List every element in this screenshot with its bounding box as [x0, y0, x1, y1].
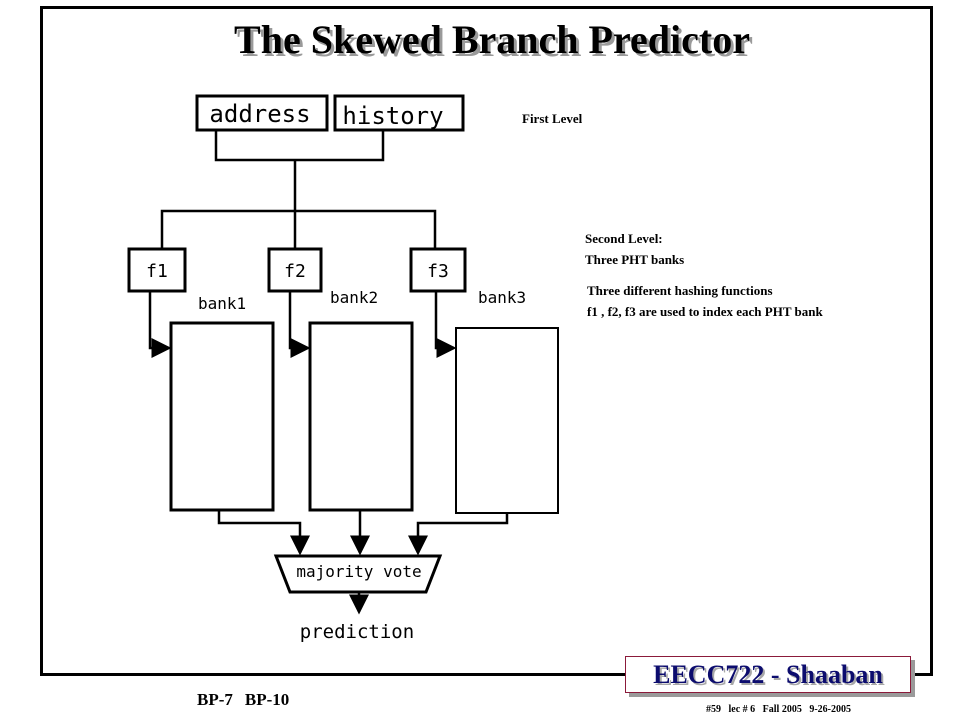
history-box: history — [333, 94, 465, 132]
hashing-line-1: Three different hashing functions — [587, 283, 773, 298]
vote-arrows — [217, 510, 509, 556]
slide-frame — [40, 6, 933, 676]
pht-bank-1 — [169, 321, 275, 512]
address-box: address — [195, 94, 329, 132]
bank3-label: bank3 — [478, 288, 526, 307]
hashing-note: Three different hashing functions f1 , f… — [587, 280, 823, 322]
second-level-line-1: Second Level: — [585, 231, 663, 246]
bank2-label: bank2 — [330, 288, 378, 307]
footer-code-2: BP-10 — [244, 690, 290, 709]
footer-code-1: BP-7 — [197, 690, 233, 709]
pht-bank-3 — [455, 327, 559, 514]
course-badge: EECC722 - Shaaban — [625, 656, 911, 693]
hashing-line-2: f1 , f2, f3 are used to index each PHT b… — [587, 304, 823, 319]
slide-info: #59 lec # 6 Fall 2005 9-26-2005 — [706, 704, 851, 715]
second-level-line-2: Three PHT banks — [585, 252, 685, 267]
history-label: history — [342, 102, 443, 130]
majority-vote-label: majority vote — [296, 562, 421, 581]
hash-function-f2: f2 — [267, 247, 323, 293]
index-arrows — [148, 291, 457, 358]
slide-title: The Skewed Branch Predictor — [234, 17, 750, 62]
input-wiring — [160, 130, 437, 250]
hash-f3-label: f3 — [427, 261, 449, 282]
hash-f2-label: f2 — [284, 261, 306, 282]
hash-function-f1: f1 — [127, 247, 187, 293]
majority-vote-unit: majority vote — [273, 554, 443, 594]
prediction-label: prediction — [300, 621, 414, 643]
bank1-label: bank1 — [198, 294, 246, 313]
hash-function-f3: f3 — [409, 247, 467, 293]
hash-f1-label: f1 — [146, 261, 168, 282]
footer-codes: BP-7 BP-10 — [197, 690, 289, 710]
second-level-note: Second Level: Three PHT banks — [585, 228, 684, 270]
first-level-note: First Level — [522, 111, 583, 126]
address-label: address — [209, 100, 310, 128]
pht-bank-2 — [308, 321, 414, 512]
